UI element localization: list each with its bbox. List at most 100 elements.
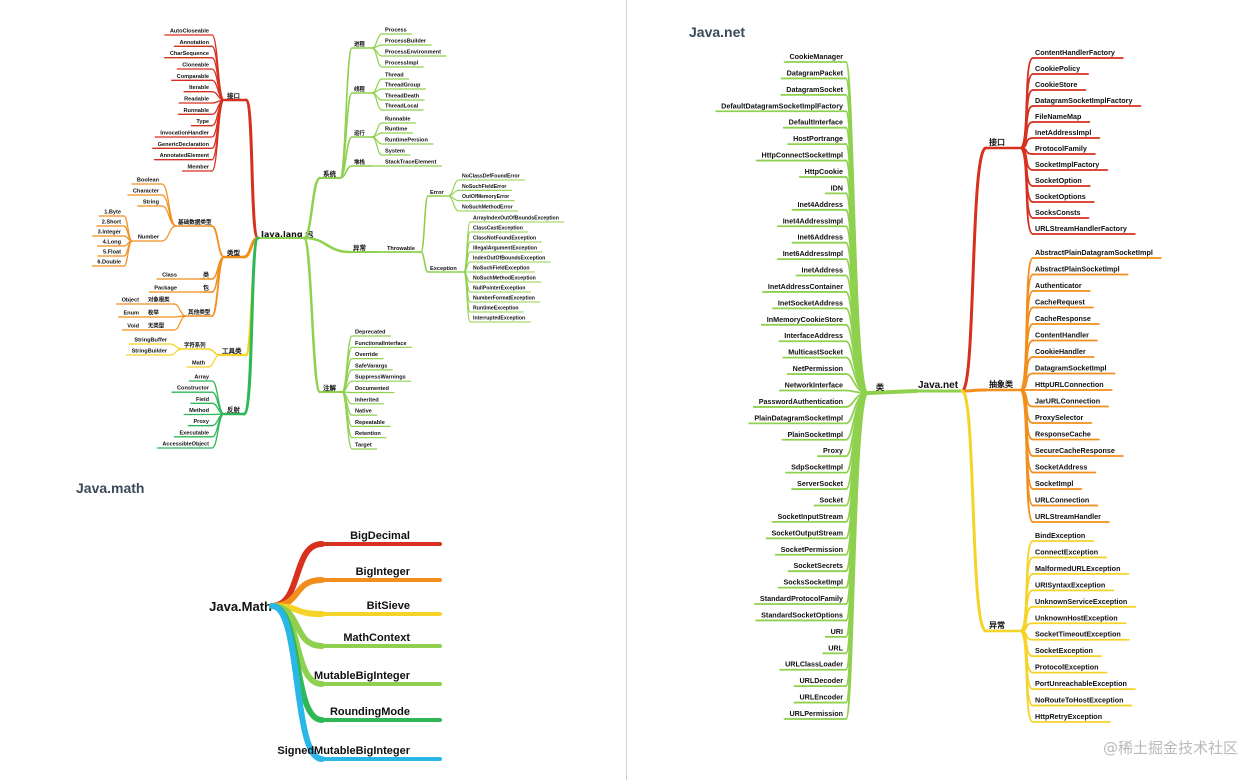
lang-exception-nullpointerexception: NullPointerException xyxy=(473,286,525,292)
lang-interface-iterable: Iterable xyxy=(189,85,209,91)
net-class-plaindatagramsocketimpl: PlainDatagramSocketImpl xyxy=(754,413,843,422)
lang-annotations-label: 注解 xyxy=(323,383,337,392)
lang-basic-string: String xyxy=(143,200,160,206)
net-interfaces-protocolfamily: ProtocolFamily xyxy=(1035,144,1087,153)
lang-tools-math-branch xyxy=(207,354,221,368)
lang-system-thread-1: Thread xyxy=(385,73,404,79)
lang-other-object-tag: 对象根类 xyxy=(148,296,170,304)
lang-reflect-array: Array xyxy=(194,375,210,381)
net-interfaces-label: 接口 xyxy=(989,137,1005,147)
lang-interface-member: Member xyxy=(188,165,210,171)
lang-exception-nosuchfieldexception: NoSuchFieldException xyxy=(473,266,530,272)
lang-annotation-documented: Documented xyxy=(355,386,389,392)
net-class-defaultdatagramsocketimplfactory: DefaultDatagramSocketImplFactory xyxy=(721,101,843,110)
net-classes-label: 类 xyxy=(876,382,884,392)
lang-annotation-functionalinterface: FunctionalInterface xyxy=(355,341,407,347)
math-bitsieve: BitSieve xyxy=(367,600,410,612)
lang-basic-types-label: 基础数据类型 xyxy=(177,218,212,226)
lang-error-branch xyxy=(420,195,429,253)
net-interfaces-socketimplfactory: SocketImplFactory xyxy=(1035,160,1099,169)
net-class-inet6address: Inet6Address xyxy=(797,233,843,242)
lang-other-types-label: 其他类型 xyxy=(188,308,211,316)
net-class-uri: URI xyxy=(831,627,843,636)
net-class-inet4address: Inet4Address xyxy=(797,200,843,209)
lang-number-5-float: 5.Float xyxy=(103,250,121,256)
lang-class-item: Class xyxy=(162,273,177,279)
net-exceptions-branch xyxy=(960,389,988,633)
lang-system-processbuilder-0-branch xyxy=(371,44,383,49)
net-abstract-cacheresponse: CacheResponse xyxy=(1035,314,1091,323)
net-interfaces-branch xyxy=(960,146,988,393)
watermark: @稀土掘金技术社区 xyxy=(1102,739,1238,757)
lang-number-3-integer-branch xyxy=(123,235,133,242)
lang-interface-type: Type xyxy=(196,119,209,125)
net-class-interfaceaddress: InterfaceAddress xyxy=(784,331,843,340)
java-math-section-title: Java.math xyxy=(76,480,145,496)
net-class-sockssocketimpl: SocksSocketImpl xyxy=(783,578,843,587)
net-class-socketoutputstream: SocketOutputStream xyxy=(772,528,844,537)
net-class-httpcookie: HttpCookie xyxy=(805,167,843,176)
lang-system-runtime-2-branch xyxy=(371,132,383,138)
lang-interfaces-label: 接口 xyxy=(227,91,240,100)
net-class-netpermission: NetPermission xyxy=(793,364,843,373)
net-abstract-urlconnection: URLConnection xyxy=(1035,496,1089,505)
net-abstract-socketimpl: SocketImpl xyxy=(1035,479,1073,488)
lang-interface-charsequence: CharSequence xyxy=(170,51,209,57)
net-class-standardsocketoptions: StandardSocketOptions xyxy=(761,610,843,619)
net-interfaces-urlstreamhandlerfactory-branch xyxy=(1019,147,1034,235)
net-exceptions-noroutetohostexception: NoRouteToHostException xyxy=(1035,696,1124,705)
net-class-proxy: Proxy xyxy=(823,446,843,455)
lang-system-processimpl-0-branch xyxy=(371,47,383,68)
net-abstract-urlstreamhandler: URLStreamHandler xyxy=(1035,512,1101,521)
net-class-urlpermission: URLPermission xyxy=(789,709,843,718)
net-class-inetaddresscontainer: InetAddressContainer xyxy=(768,282,843,291)
math-signedmutablebiginteger: SignedMutableBigInteger xyxy=(277,745,410,757)
math-biginteger: BigInteger xyxy=(356,566,411,578)
lang-system-system-2-branch xyxy=(371,136,383,156)
lang-system-branch xyxy=(302,176,322,240)
java-math-root: Java.Math xyxy=(209,599,272,614)
net-class-socketsecrets: SocketSecrets xyxy=(793,561,843,570)
lang-annotation-target: Target xyxy=(355,443,372,449)
lang-types-label: 类型 xyxy=(227,248,241,257)
lang-exceptions-branch xyxy=(302,236,352,254)
lang-system-processenvironment-0: ProcessEnvironment xyxy=(385,50,441,56)
net-exceptions-urisyntaxexception: URISyntaxException xyxy=(1035,580,1105,589)
lang-basic-character: Character xyxy=(133,189,160,195)
lang-interface-member-branch xyxy=(211,99,225,172)
lang-interface-autocloseable: AutoCloseable xyxy=(170,29,209,35)
lang-tools-stringbuilder: StringBuilder xyxy=(132,349,168,355)
net-class-serversocket: ServerSocket xyxy=(797,479,844,488)
lang-reflect-field: Field xyxy=(196,397,210,403)
net-class-inet6addressimpl: Inet6AddressImpl xyxy=(783,249,843,258)
net-exceptions-httpretryexception: HttpRetryException xyxy=(1035,712,1102,721)
net-exceptions-protocolexception: ProtocolException xyxy=(1035,663,1099,672)
lang-system-group-3-branch xyxy=(339,165,353,179)
net-class-socketpermission: SocketPermission xyxy=(781,545,843,554)
lang-annotation-suppresswarnings: SuppressWarnings xyxy=(355,375,406,381)
net-class-socketinputstream: SocketInputStream xyxy=(777,512,843,521)
lang-basic-types-branch xyxy=(211,225,225,258)
lang-interface-invocationhandler: InvocationHandler xyxy=(160,131,210,137)
net-class-urlpermission-branch xyxy=(845,392,869,720)
lang-package-item: Package xyxy=(154,286,177,292)
lang-system-runtimepersion-2: RuntimePersion xyxy=(385,138,428,144)
lang-system-group-1-label: 线程 xyxy=(354,85,365,93)
net-exceptions-portunreachableexception: PortUnreachableException xyxy=(1035,679,1127,688)
lang-reflect-accessibleobject: AccessibleObject xyxy=(162,442,209,448)
lang-exception-numberformatexception: NumberFormatException xyxy=(473,296,535,302)
lang-number-branch xyxy=(161,225,177,242)
lang-exception-indexoutofboundsexception: IndexOutOfBoundsException xyxy=(473,256,545,262)
net-interfaces-socksconsts: SocksConsts xyxy=(1035,208,1081,217)
math-mutablebiginteger: MutableBigInteger xyxy=(314,670,411,682)
lang-number-3-integer: 3.Integer xyxy=(98,230,122,236)
lang-package-label: 包 xyxy=(203,284,209,292)
net-abstract-abstractplainsocketimpl: AbstractPlainSocketImpl xyxy=(1035,265,1120,274)
net-interfaces-cookiestore: CookieStore xyxy=(1035,80,1077,89)
lang-annotation-repeatable: Repeatable xyxy=(355,420,385,426)
lang-exception-interruptedexception-branch xyxy=(463,271,471,323)
net-class-httpconnectsocketimpl: HttpConnectSocketImpl xyxy=(762,151,843,160)
net-abstract-abstractplaindatagramsocketimpl: AbstractPlainDatagramSocketImpl xyxy=(1035,248,1153,257)
